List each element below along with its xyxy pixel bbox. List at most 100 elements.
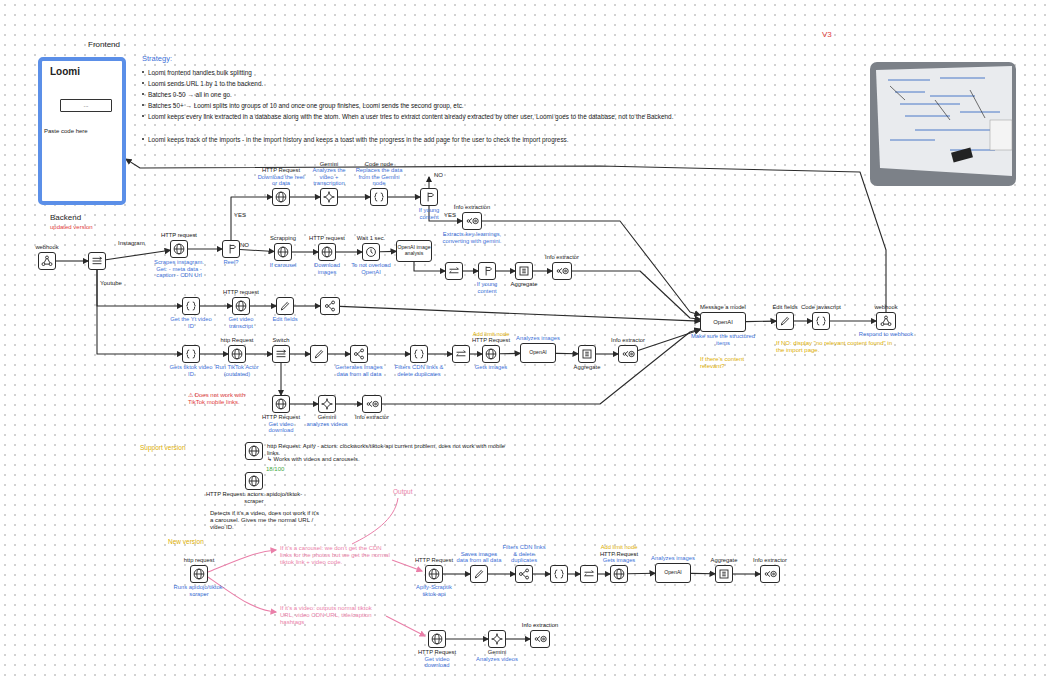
node-text: Analyzes images: [513, 335, 563, 342]
text-group: Filters CDN links & delete duplicates: [502, 544, 547, 564]
node-text: Gemini: [305, 414, 349, 421]
icon-part: [373, 401, 378, 406]
icon-part: [44, 259, 50, 264]
node-text: HTTP request: [217, 289, 265, 296]
note-wrap: Strategy:: [142, 55, 202, 64]
connector: [200, 353, 228, 354]
gemini-node: GeminiAnalyzes the video + transcription: [320, 188, 338, 206]
icon-part: [450, 267, 459, 272]
icon-part: [249, 476, 259, 486]
icon-part: [429, 569, 439, 579]
icon-part: [278, 247, 288, 257]
text-group: Gets tiktok video ID: [167, 364, 215, 377]
node-icon: [516, 566, 532, 582]
note-text: If there's content relevant?: [700, 356, 770, 370]
connector: [380, 251, 396, 253]
text-group: HTTP Request: [410, 557, 458, 564]
text-group: webhook: [27, 244, 67, 251]
icon-part: [375, 403, 377, 405]
edit-node: Edit fields: [276, 297, 294, 315]
text-group: Respond to webhook: [856, 331, 916, 338]
icon-part: [526, 569, 529, 572]
connector: [382, 329, 700, 404]
text-group: Add limit nodeHTTP Request: [465, 331, 517, 344]
connector: [596, 353, 618, 354]
text-group: Switch: [261, 337, 301, 344]
node-text: To not overload OpenAI: [350, 262, 392, 275]
node-text: HTTP request: [149, 232, 209, 239]
connector: [496, 270, 515, 271]
text-group: Wait 1 sec.: [350, 235, 392, 242]
icon-part: [357, 351, 361, 357]
connector: [336, 251, 362, 252]
connector: [470, 353, 482, 354]
node-icon: [233, 298, 249, 314]
bullet-dot: [142, 93, 144, 95]
note-wrap: If it's a video: outputs normal tiktok U…: [280, 605, 385, 626]
node-icon: [319, 396, 335, 412]
eraser: [951, 148, 973, 163]
text-group: OpenAI: [521, 344, 555, 362]
note-text: V3: [822, 30, 852, 39]
icon-part: [93, 257, 102, 264]
node-text: OpenAI: [664, 570, 682, 576]
icon-part: [174, 244, 184, 254]
note-text: Loomi keeps track of the imports - in th…: [148, 136, 788, 143]
node-text: Aggregate: [704, 557, 744, 564]
edge-label: NO: [240, 242, 249, 248]
bullet-item: Loomi sends URL 1 by 1 to the backend.: [148, 80, 788, 87]
edit-node: Edit fields: [776, 312, 794, 330]
node-text: ↳ Works with videos and carousels.: [267, 456, 507, 463]
connector: [231, 197, 272, 240]
node-text: Info extractor: [350, 414, 394, 421]
note-wrap: updated version: [50, 224, 120, 231]
text-group: HTTP Request: actors: apidojo/tiktok-scr…: [204, 491, 304, 504]
text-group: Message a model: [688, 304, 758, 311]
node-text: HTTP Request: actors: apidojo/tiktok-scr…: [204, 491, 304, 504]
connector: [443, 573, 470, 574]
node-text: Replaces the data from the Gemini node: [354, 167, 404, 187]
text-group: Apify-Scraptik tiktok-api: [410, 584, 458, 597]
node-text: Gemini: [305, 161, 353, 168]
icon-part: [560, 268, 562, 273]
text-group: Download images: [305, 262, 349, 275]
connector: [572, 271, 700, 319]
code-node: Code nodeReplaces the data from the Gemi…: [370, 188, 388, 206]
connector: [428, 353, 452, 354]
node-text: Analyzes images: [648, 555, 698, 562]
text-group: Aggregate: [504, 281, 544, 288]
text-group: Code javascript: [801, 304, 841, 311]
node-text: Gets images: [465, 364, 517, 371]
node-text: Add limit node: [592, 544, 647, 551]
node-text: Reel?: [211, 259, 251, 266]
node-icon: [183, 298, 199, 314]
node-icon: [426, 566, 442, 582]
note-text: Loomi keeps every link extracted in a da…: [148, 113, 788, 120]
icon-part: [281, 302, 288, 310]
text-group: Extracts key learnings, converting with …: [437, 231, 507, 244]
icon-part: [276, 399, 286, 409]
node-text: HTTP request: [305, 235, 349, 242]
info-extractor-node: Info extractor: [552, 262, 572, 280]
connector: [328, 353, 350, 354]
node-text: HTTP Request: [592, 551, 647, 558]
edge-label: Youtube: [100, 280, 122, 286]
connector: [336, 403, 362, 404]
openai-node: OpenAI image analysis: [396, 240, 432, 262]
node-icon: [551, 566, 567, 582]
bullet-item: Loomi keeps track of the imports - in th…: [148, 136, 788, 143]
note-wrap: NO: [434, 172, 454, 179]
node-icon: [371, 189, 387, 205]
node-icon: [489, 631, 505, 647]
text-group: Generates images data from all data: [331, 364, 387, 377]
connector: [500, 353, 520, 354]
node-icon: [183, 346, 199, 362]
icon-part: [361, 356, 364, 359]
node-icon: [453, 346, 469, 362]
icon-part: [614, 574, 624, 575]
text-group: HTTP request: [149, 232, 209, 239]
note-wrap: Detects if it's a video, does not work i…: [210, 510, 320, 531]
icon-part: [249, 446, 259, 456]
icon-part: [249, 451, 259, 452]
